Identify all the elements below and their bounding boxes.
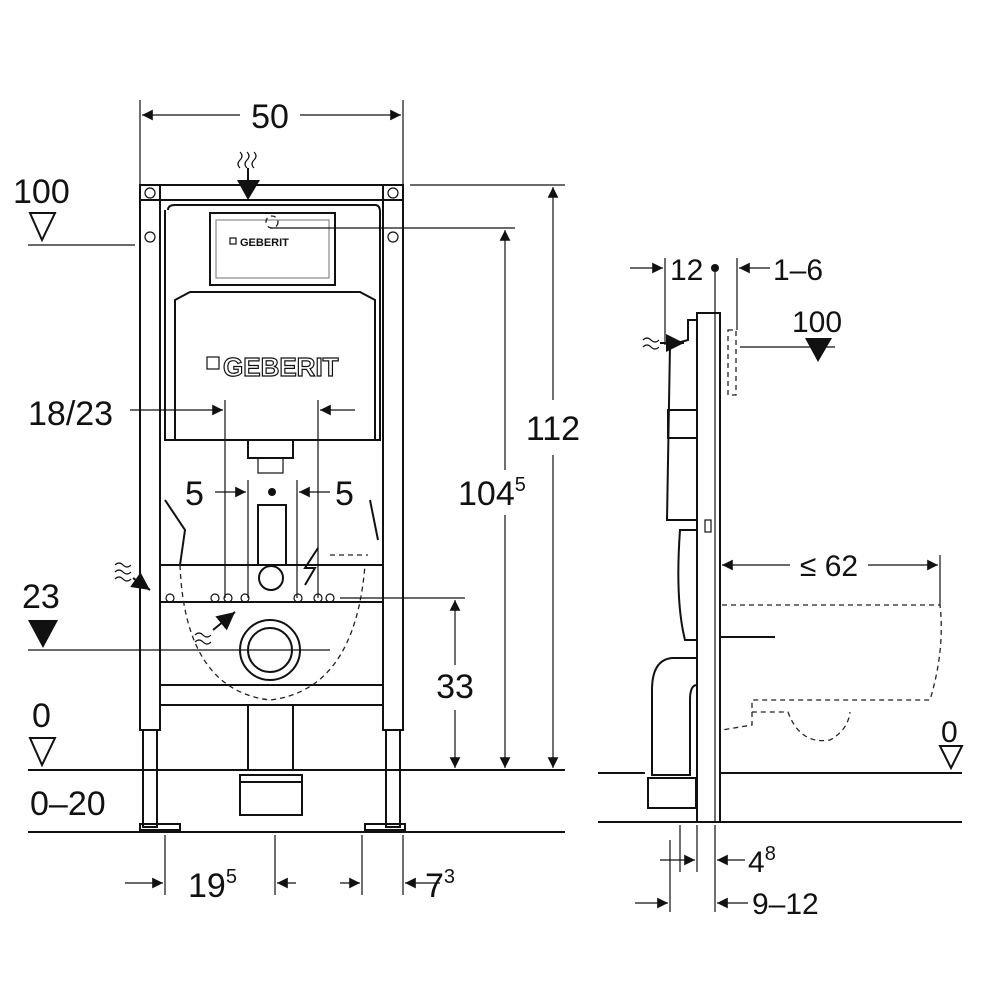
svg-text:5: 5	[185, 475, 204, 513]
svg-text:12: 12	[670, 254, 703, 287]
brand-plate-text: GEBERIT	[240, 237, 289, 249]
brand-cistern-text: GEBERIT	[223, 352, 339, 382]
svg-text:48: 48	[748, 843, 776, 879]
svg-text:5: 5	[335, 475, 354, 513]
dimension-legs: 195 73	[125, 835, 455, 905]
level-marker-floor-side: 0	[938, 716, 964, 771]
svg-text:23: 23	[22, 578, 60, 616]
dimension-bowl: ≤ 62	[722, 550, 941, 605]
svg-text:0: 0	[941, 716, 958, 749]
svg-text:0: 0	[32, 697, 51, 735]
water-inlet-icon-side	[642, 334, 684, 352]
cistern-side	[647, 319, 775, 809]
dimension-bottom-side: 48 9–12	[635, 825, 819, 921]
front-view: GEBERIT GEBERIT	[13, 98, 580, 905]
svg-text:73: 73	[425, 866, 455, 905]
svg-text:≤ 62: ≤ 62	[800, 550, 858, 583]
electric-icon	[303, 547, 319, 586]
frame	[139, 184, 406, 831]
svg-text:195: 195	[188, 866, 237, 905]
svg-text:33: 33	[436, 668, 474, 706]
level-markers: 100 23 0 0–20	[13, 173, 330, 823]
level-marker-actuator-side: 100	[740, 306, 842, 362]
dimension-width: 50	[139, 98, 404, 185]
cistern: GEBERIT GEBERIT	[164, 204, 381, 591]
actuator-plate-outline	[727, 329, 737, 396]
svg-text:100: 100	[13, 173, 70, 211]
svg-text:100: 100	[792, 306, 842, 339]
drain-pipe	[165, 554, 368, 816]
side-view: 12 1–6 100 ≤ 62 0 48 9–12	[598, 254, 964, 921]
dimension-depth: 12 1–6	[630, 254, 823, 345]
svg-text:1045: 1045	[458, 474, 526, 513]
water-inlet-icon	[114, 151, 260, 645]
svg-text:112: 112	[526, 410, 580, 448]
svg-text:1–6: 1–6	[773, 254, 823, 287]
svg-text:50: 50	[251, 98, 289, 136]
dimension-heights: 112 1045 33	[270, 184, 580, 768]
svg-text:9–12: 9–12	[752, 888, 819, 921]
wc-bowl-outline	[721, 604, 942, 742]
frame-side	[696, 312, 721, 823]
svg-text:18/23: 18/23	[28, 395, 113, 433]
dimension-flush-spacing: 18/23 5 5	[28, 395, 355, 598]
svg-text:0–20: 0–20	[30, 785, 106, 823]
